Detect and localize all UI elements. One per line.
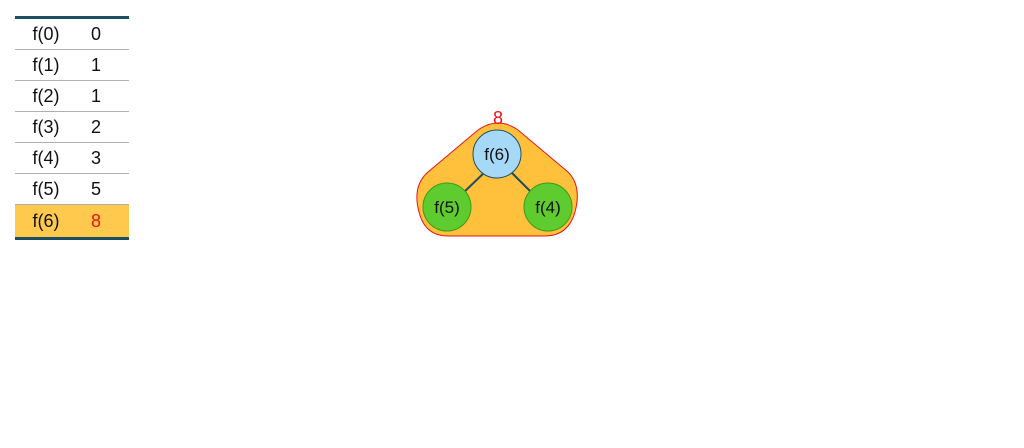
node-left-child	[422, 182, 472, 232]
edge-root-to-left	[461, 169, 488, 195]
memo-value: 5	[90, 178, 101, 199]
memo-value: 1	[90, 54, 101, 75]
memo-key: f(3)	[32, 116, 60, 137]
edge-root-to-right	[508, 169, 534, 195]
memo-value: 1	[90, 85, 101, 106]
memo-table: f(0) 0 f(1) 1 f(2) 1 f(3) 2 f(4) 3 f(5) …	[15, 16, 129, 240]
memo-value: 2	[90, 116, 101, 137]
node-left-child-label: f(5)	[434, 198, 460, 217]
memo-value: 8	[90, 210, 101, 231]
node-right-child	[523, 182, 573, 232]
memo-key: f(0)	[32, 23, 60, 44]
memo-key: f(2)	[32, 85, 60, 106]
memo-value: 3	[90, 147, 101, 168]
memo-row-f1: f(1) 1	[15, 50, 129, 81]
memo-key: f(6)	[32, 210, 60, 231]
memo-value: 0	[90, 23, 101, 44]
node-root-label: f(6)	[484, 145, 510, 164]
memo-row-f6-highlighted: f(6) 8	[15, 205, 129, 237]
memo-row-f5: f(5) 5	[15, 174, 129, 205]
memo-row-f0: f(0) 0	[15, 19, 129, 50]
node-root	[472, 129, 522, 179]
node-right-child-label: f(4)	[535, 198, 561, 217]
memo-row-f3: f(3) 2	[15, 112, 129, 143]
memo-key: f(5)	[32, 178, 60, 199]
memo-row-f2: f(2) 1	[15, 81, 129, 112]
memo-row-f4: f(4) 3	[15, 143, 129, 174]
subtree-result-label: 8	[493, 108, 503, 128]
memo-key: f(4)	[32, 147, 60, 168]
memo-key: f(1)	[32, 54, 60, 75]
